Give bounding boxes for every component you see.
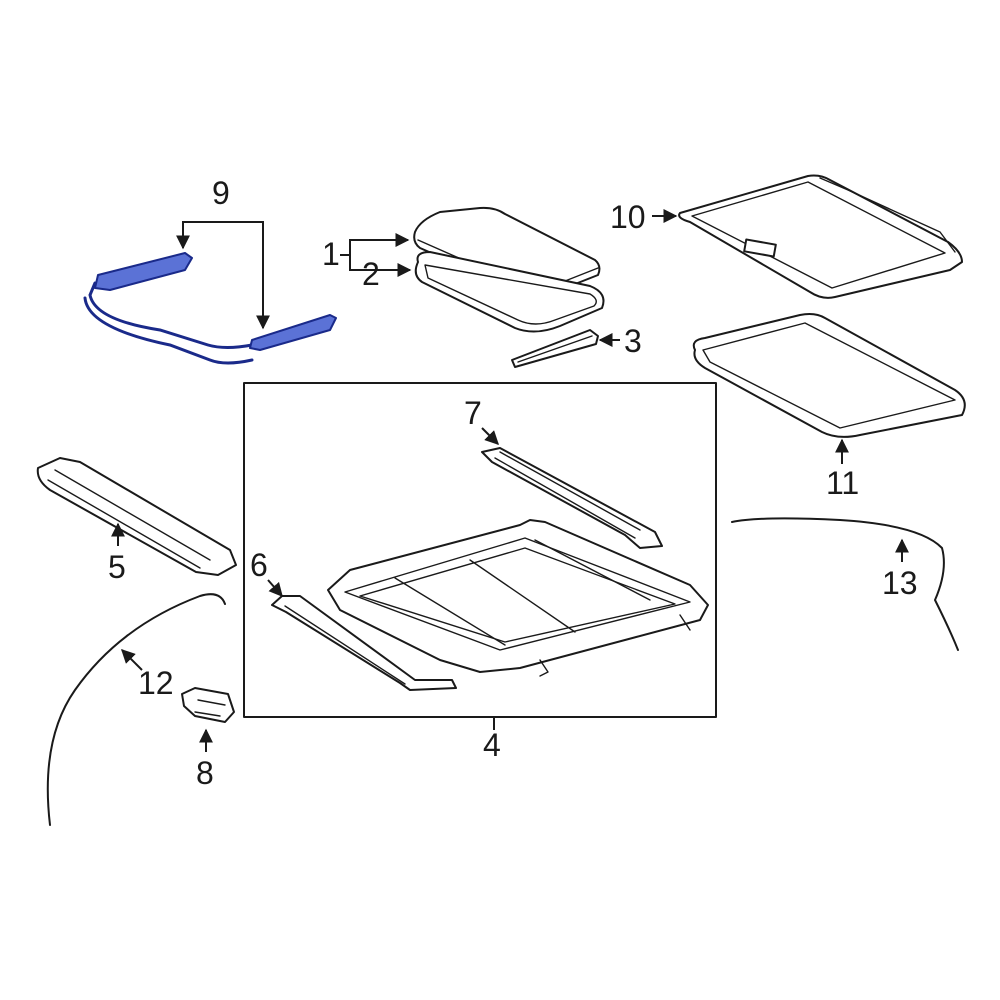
part-6-front-rail[interactable]: [271, 595, 457, 691]
callout-2-label: 2: [362, 256, 380, 292]
callout-11: 11: [826, 438, 859, 501]
part-4-assembly-box: [243, 382, 717, 718]
callout-6: 6: [250, 547, 283, 598]
part-7-rail[interactable]: [481, 447, 663, 549]
callout-4: 4: [483, 717, 501, 763]
part-2-panel-seal[interactable]: [414, 251, 605, 333]
callout-4-label: 4: [483, 727, 501, 763]
part-8-motor[interactable]: [181, 687, 235, 723]
callout-8-label: 8: [196, 755, 214, 791]
callout-13: 13: [882, 538, 918, 601]
callout-6-label: 6: [250, 547, 268, 583]
part-3-deflector[interactable]: [511, 329, 599, 368]
part-11-seal[interactable]: [692, 313, 966, 438]
callout-9: 9: [176, 175, 270, 330]
callout-5-label: 5: [108, 549, 126, 585]
callout-12-label: 12: [138, 665, 174, 701]
part-13-drain-hose[interactable]: [731, 517, 959, 651]
part-10-sunshade[interactable]: [678, 174, 963, 299]
part-12-drain-hose[interactable]: [46, 593, 226, 826]
callout-7: 7: [464, 395, 499, 445]
callout-7-label: 7: [464, 395, 482, 431]
callout-11-label: 11: [826, 465, 859, 501]
callout-10: 10: [610, 199, 678, 235]
callout-8: 8: [196, 728, 214, 791]
callout-5: 5: [108, 522, 126, 585]
frame-assembly[interactable]: [327, 519, 709, 677]
callout-3: 3: [598, 323, 642, 359]
callout-10-label: 10: [610, 199, 646, 235]
callout-1-label: 1: [322, 236, 340, 272]
callout-12: 12: [121, 649, 174, 701]
part-5-side-frame[interactable]: [36, 457, 237, 576]
part-9-guide-rails[interactable]: [83, 252, 337, 365]
callout-1-2: 1 2: [322, 233, 412, 292]
callout-9-label: 9: [212, 175, 230, 211]
callout-13-label: 13: [882, 565, 918, 601]
callout-3-label: 3: [624, 323, 642, 359]
